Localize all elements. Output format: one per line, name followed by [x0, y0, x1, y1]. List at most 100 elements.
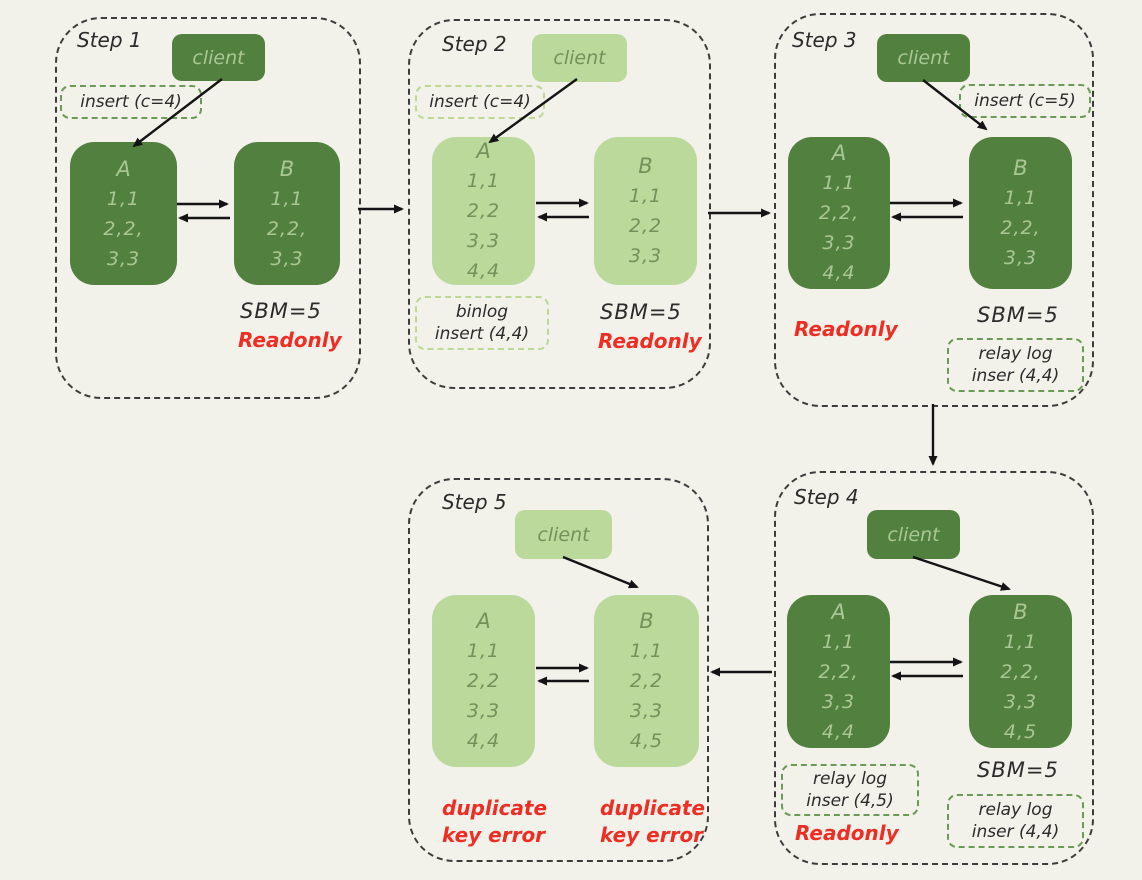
step-5-node-a-title: A [476, 609, 491, 633]
step-2-node-b: B 1,1 2,2 3,3 [594, 137, 697, 285]
step-4-sbm-label: SBM=5 [977, 758, 1059, 782]
step-3-client-box: client [877, 34, 970, 82]
step-2-node-a-title: A [476, 139, 491, 163]
step-1-sbm-label: SBM=5 [240, 299, 322, 323]
step-3-insert-note-text: insert (c=5) [974, 91, 1076, 111]
step-5-error-a: duplicate key error [442, 795, 547, 849]
step-2-readonly-label: Readonly [598, 329, 702, 353]
step-1-node-b-row: 2,2, [266, 217, 308, 240]
step-1-node-a-row: 2,2, [103, 217, 144, 240]
step-3-client-label: client [897, 47, 950, 69]
step-5-node-a-row: 3,3 [466, 700, 501, 722]
step-3-node-a-row: 4,4 [822, 262, 856, 284]
step-3-label: Step 3 [792, 28, 857, 52]
step-2-node-b-row: 2,2 [628, 215, 663, 237]
step-2-node-a-row: 1,1 [466, 170, 501, 192]
step-4-node-a-row: 4,4 [821, 720, 856, 743]
step-3-node-b-row: 3,3 [1003, 247, 1038, 269]
step-5-error-b: duplicate key error [600, 795, 705, 849]
step-3-readonly-label: Readonly [794, 317, 898, 341]
step-2-binlog-note-line1: binlog [455, 302, 509, 322]
step-5-node-a: A 1,1 2,2 3,3 4,4 [432, 595, 535, 767]
step-3-relay-note: relay log inser (4,4) [947, 338, 1084, 392]
step-4-relay-note-a-line1: relay log [813, 769, 887, 789]
step-1-insert-note: insert (c=4) [60, 85, 202, 119]
step-2-node-b-row: 1,1 [628, 185, 663, 207]
step-2-binlog-note: binlog insert (4,4) [415, 296, 549, 350]
step-4-relay-note-a: relay log inser (4,5) [781, 764, 919, 816]
step-5-node-b-row: 4,5 [629, 730, 664, 752]
step-5-error-b-line1: duplicate [600, 796, 706, 820]
step-4-node-a-row: 1,1 [821, 630, 856, 653]
step-4-node-a-title: A [831, 599, 846, 624]
step-4-node-b-row: 2,2, [1000, 660, 1041, 683]
step-5-client-box: client [515, 510, 612, 559]
step-3-node-a-title: A [831, 141, 847, 165]
step-5-error-a-line1: duplicate [442, 796, 548, 820]
step-4-relay-note-b-line1: relay log [978, 800, 1053, 820]
step-5-node-a-row: 2,2 [466, 670, 501, 692]
step-5-label: Step 5 [442, 490, 507, 514]
step-2-client-label: client [553, 47, 606, 69]
step-1-insert-note-text: insert (c=4) [80, 92, 182, 112]
step-1-client-label: client [192, 46, 245, 69]
step-5-error-b-line2: key error [600, 823, 704, 847]
step-5-node-b-row: 3,3 [629, 700, 664, 722]
step-4-node-b-row: 3,3 [1003, 690, 1038, 713]
step-1-node-a-title: A [116, 156, 131, 181]
step-2-binlog-note-line2: insert (4,4) [434, 324, 530, 344]
step-4-relay-note-a-line2: inser (4,5) [806, 791, 894, 811]
step-1-node-a: A 1,1 2,2, 3,3 [70, 142, 177, 285]
step-4-node-b: B 1,1 2,2, 3,3 4,5 [969, 595, 1072, 748]
step-5-container: Step 5 client A 1,1 2,2 3,3 4,4 B 1,1 2,… [408, 478, 709, 862]
step-4-relay-note-b: relay log inser (4,4) [947, 794, 1084, 848]
step-1-readonly-label: Readonly [238, 328, 342, 352]
step-4-node-b-row: 4,5 [1003, 720, 1038, 743]
step-4-node-b-title: B [1013, 599, 1028, 624]
step-3-relay-note-line1: relay log [978, 344, 1053, 364]
step-5-node-a-row: 4,4 [466, 730, 501, 752]
step-2-node-a-row: 4,4 [466, 260, 501, 282]
step-1-label: Step 1 [77, 28, 142, 52]
step-3-node-a-row: 3,3 [822, 232, 856, 254]
step-3-insert-note: insert (c=5) [959, 84, 1091, 118]
step-2-label: Step 2 [442, 32, 507, 56]
step-3-sbm-label: SBM=5 [977, 303, 1059, 327]
step-3-node-b-row: 2,2, [1000, 217, 1041, 239]
step-4-relay-note-b-line2: inser (4,4) [971, 822, 1060, 842]
step-2-node-a-row: 3,3 [466, 230, 501, 252]
step-2-sbm-label: SBM=5 [600, 300, 682, 324]
step-2-client-box: client [532, 34, 627, 82]
step-3-node-a-row: 2,2, [818, 202, 860, 224]
step-4-node-b-row: 1,1 [1003, 630, 1038, 653]
step-3-node-a-row: 1,1 [822, 172, 856, 194]
step-2-container: Step 2 client insert (c=4) A 1,1 2,2 3,3… [408, 19, 711, 389]
step-4-readonly-label: Readonly [795, 821, 899, 845]
step-5-node-b: B 1,1 2,2 3,3 4,5 [594, 595, 699, 767]
step-4-client-box: client [867, 510, 960, 559]
step-5-node-b-title: B [639, 609, 654, 633]
step-1-node-b-row: 3,3 [270, 247, 304, 270]
step-2-insert-note-text: insert (c=4) [429, 92, 531, 112]
step-3-node-a: A 1,1 2,2, 3,3 4,4 [788, 137, 890, 289]
step-4-node-a: A 1,1 2,2, 3,3 4,4 [787, 595, 890, 748]
step-1-node-b-row: 1,1 [270, 187, 304, 210]
step-4-client-label: client [887, 523, 940, 546]
step-4-container: Step 4 client A 1,1 2,2, 3,3 4,4 B 1,1 2… [774, 471, 1094, 865]
step-1-node-b: B 1,1 2,2, 3,3 [234, 142, 340, 285]
step-3-relay-note-line2: inser (4,4) [971, 366, 1060, 386]
step-5-client-label: client [537, 523, 590, 546]
step-1-client-box: client [172, 34, 265, 81]
step-5-error-a-line2: key error [442, 823, 546, 847]
step-2-node-a: A 1,1 2,2 3,3 4,4 [432, 137, 535, 285]
step-1-container: Step 1 client insert (c=4) A 1,1 2,2, 3,… [55, 17, 361, 399]
step-4-node-a-row: 3,3 [821, 690, 856, 713]
step-5-node-a-row: 1,1 [466, 640, 501, 662]
step-1-node-a-row: 3,3 [106, 247, 141, 270]
step-3-node-b-row: 1,1 [1003, 187, 1038, 209]
step-2-insert-note: insert (c=4) [415, 85, 545, 119]
step-4-node-a-row: 2,2, [818, 660, 859, 683]
step-1-node-b-title: B [279, 156, 295, 181]
step-5-node-b-row: 2,2 [629, 670, 664, 692]
